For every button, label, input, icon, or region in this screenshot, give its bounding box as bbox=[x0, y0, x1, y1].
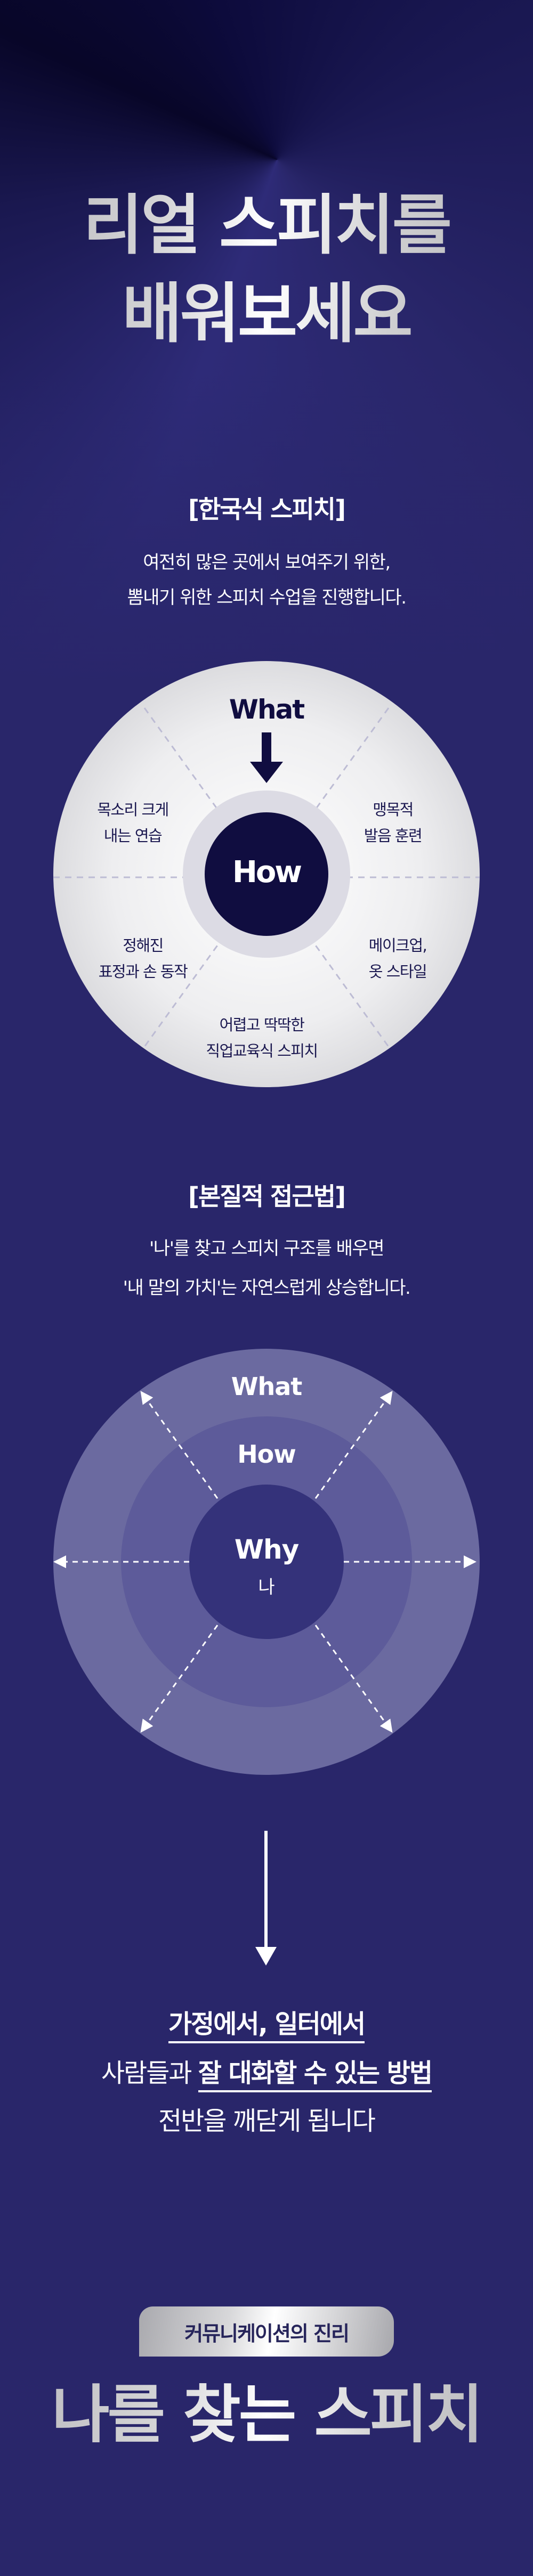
what-label: What bbox=[229, 694, 305, 725]
result-line-1: 가정에서, 일터에서 bbox=[0, 2003, 533, 2043]
how-label: How bbox=[232, 855, 302, 890]
korean-speech-desc-2: 뽐내기 위한 스피치 수업을 진행합니다. bbox=[127, 587, 407, 608]
ring-what-label: What bbox=[231, 1372, 303, 1401]
down-arrow-icon bbox=[250, 732, 283, 783]
essential-desc-1: '나'를 찾고 스피치 구조를 배우면 bbox=[149, 1238, 385, 1259]
item-style: 메이크업,옷 스타일 bbox=[368, 936, 427, 981]
ring-why-label: Why bbox=[234, 1534, 299, 1565]
how-core bbox=[205, 812, 328, 936]
essential-desc-2: '내 말의 가치'는 자연스럽게 상승합니다. bbox=[123, 1277, 411, 1299]
korean-speech-diagram bbox=[53, 661, 480, 1087]
korean-speech-title: [한국식 스피치] bbox=[188, 495, 346, 524]
down-arrow-icon bbox=[255, 1831, 277, 1966]
ring-how-label: How bbox=[237, 1440, 296, 1469]
expand-arrows bbox=[53, 1391, 477, 1733]
hero-title-line1: 리얼 스피치를 bbox=[0, 193, 533, 258]
essential-title: [본질적 접근법] bbox=[188, 1182, 346, 1211]
result-line-2: 사람들과 잘 대화할 수 있는 방법 bbox=[0, 2052, 533, 2092]
why-core bbox=[189, 1485, 344, 1639]
hero-title-line2: 배워보세요 bbox=[0, 281, 533, 346]
ring-me-label: 나 bbox=[258, 1577, 275, 1598]
essential-diagram bbox=[53, 1349, 480, 1775]
result-line-3: 전반을 깨닫게 됩니다 bbox=[158, 2106, 376, 2136]
closing-badge: 커뮤니케이션의 진리 bbox=[139, 2306, 394, 2357]
closing-title: 나를 찾는 스피치 bbox=[0, 2383, 533, 2446]
background-fade bbox=[0, 373, 533, 692]
korean-speech-desc-1: 여전히 많은 곳에서 보여주기 위한, bbox=[143, 552, 391, 573]
